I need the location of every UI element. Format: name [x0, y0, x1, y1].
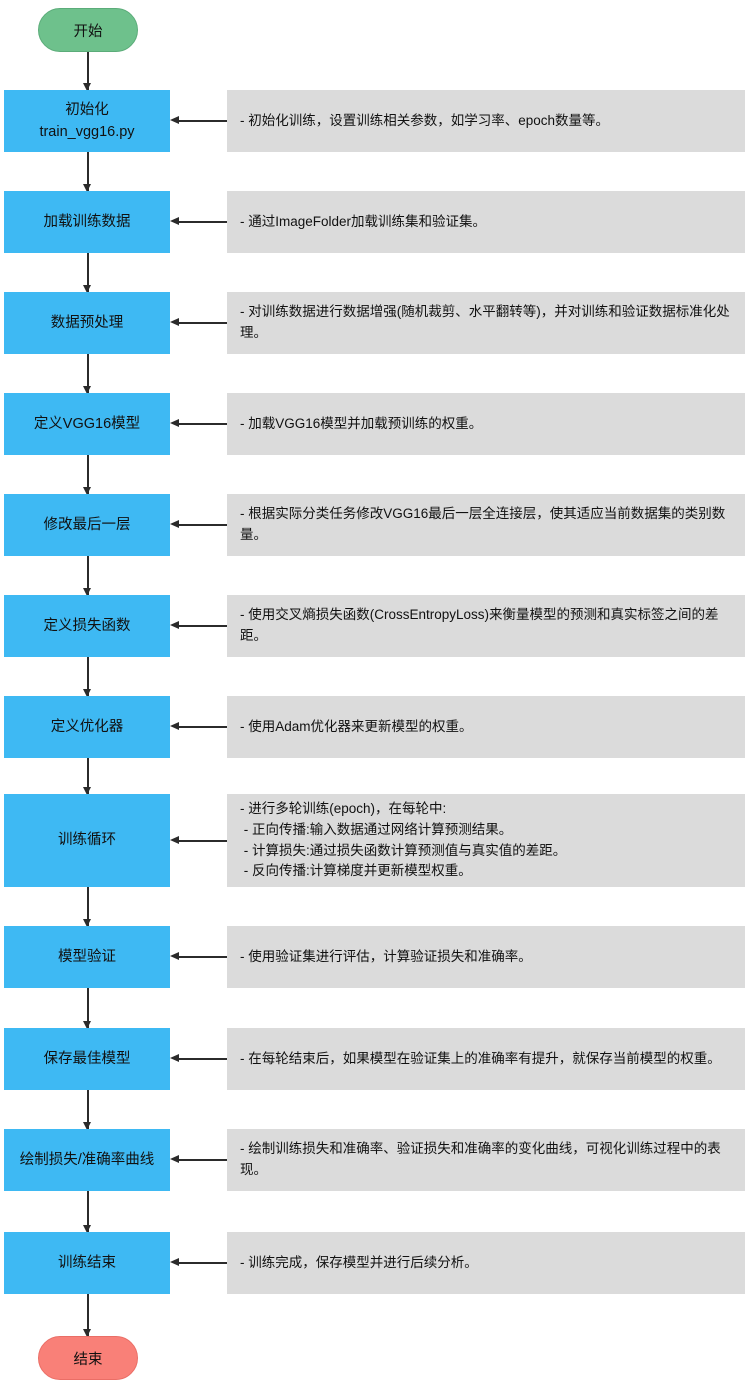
- step-label: 加载训练数据: [43, 213, 131, 230]
- note-train-end: - 训练完成，保存模型并进行后续分析。: [227, 1232, 745, 1294]
- step-label: 定义损失函数: [43, 617, 131, 634]
- note-text: - 使用交叉熵损失函数(CrossEntropyLoss)来衡量模型的预测和真实…: [240, 607, 719, 643]
- note-train-loop: - 进行多轮训练(epoch)，在每轮中: - 正向传播:输入数据通过网络计算预…: [227, 794, 745, 887]
- note-text: - 使用Adam优化器来更新模型的权重。: [240, 718, 473, 734]
- step-train-loop: 训练循环: [4, 794, 170, 887]
- step-train-end: 训练结束: [4, 1232, 170, 1294]
- arrow-down-icon: [84, 556, 91, 596]
- step-label: 定义优化器: [50, 718, 124, 735]
- arrow-left-icon: [170, 420, 227, 426]
- arrow-down-icon: [84, 1191, 91, 1233]
- arrow-left-icon: [170, 1156, 227, 1162]
- step-modify-last-layer: 修改最后一层: [4, 494, 170, 556]
- arrow-down-icon: [84, 253, 91, 293]
- note-text: - 在每轮结束后，如果模型在验证集上的准确率有提升，就保存当前模型的权重。: [240, 1050, 721, 1066]
- note-text: - 根据实际分类任务修改VGG16最后一层全连接层，使其适应当前数据集的类别数量…: [240, 506, 726, 542]
- step-load-data: 加载训练数据: [4, 191, 170, 253]
- step-label: 训练循环: [58, 832, 116, 849]
- arrow-down-icon: [84, 1090, 91, 1130]
- step-label: 初始化 train_vgg16.py: [39, 101, 135, 140]
- arrow-down-icon: [84, 152, 91, 192]
- step-init: 初始化 train_vgg16.py: [4, 90, 170, 152]
- arrow-left-icon: [170, 622, 227, 628]
- step-label: 定义VGG16模型: [33, 415, 141, 432]
- step-define-model: 定义VGG16模型: [4, 393, 170, 455]
- note-validate: - 使用验证集进行评估，计算验证损失和准确率。: [227, 926, 745, 988]
- step-optimizer: 定义优化器: [4, 696, 170, 758]
- note-text: - 进行多轮训练(epoch)，在每轮中: - 正向传播:输入数据通过网络计算预…: [240, 800, 567, 879]
- note-text: - 通过ImageFolder加载训练集和验证集。: [240, 213, 487, 229]
- note-load-data: - 通过ImageFolder加载训练集和验证集。: [227, 191, 745, 253]
- note-text: - 加载VGG16模型并加载预训练的权重。: [240, 415, 483, 431]
- flow-node-end: 结束: [38, 1336, 138, 1380]
- step-preprocess: 数据预处理: [4, 292, 170, 354]
- arrow-left-icon: [170, 521, 227, 527]
- arrow-down-icon: [84, 1294, 91, 1337]
- end-label: 结束: [73, 1351, 103, 1368]
- arrow-down-icon: [84, 758, 91, 795]
- note-save-best-model: - 在每轮结束后，如果模型在验证集上的准确率有提升，就保存当前模型的权重。: [227, 1028, 745, 1090]
- arrow-left-icon: [170, 837, 227, 843]
- step-validate: 模型验证: [4, 926, 170, 988]
- note-define-model: - 加载VGG16模型并加载预训练的权重。: [227, 393, 745, 455]
- flow-node-start: 开始: [38, 8, 138, 52]
- start-label: 开始: [73, 23, 103, 40]
- arrow-left-icon: [170, 1055, 227, 1061]
- step-label: 修改最后一层: [43, 516, 131, 533]
- note-init: - 初始化训练，设置训练相关参数，如学习率、epoch数量等。: [227, 90, 745, 152]
- arrow-down-icon: [84, 657, 91, 697]
- arrow-left-icon: [170, 953, 227, 959]
- step-label: 绘制损失/准确率曲线: [19, 1151, 155, 1168]
- step-label: 保存最佳模型: [43, 1050, 131, 1067]
- arrow-down-icon: [84, 455, 91, 495]
- note-preprocess: - 对训练数据进行数据增强(随机裁剪、水平翻转等)，并对训练和验证数据标准化处理…: [227, 292, 745, 354]
- arrow-down-icon: [84, 52, 91, 91]
- arrow-left-icon: [170, 723, 227, 729]
- step-label: 数据预处理: [50, 314, 124, 331]
- note-text: - 初始化训练，设置训练相关参数，如学习率、epoch数量等。: [240, 112, 610, 128]
- note-text: - 使用验证集进行评估，计算验证损失和准确率。: [240, 948, 532, 964]
- step-save-best-model: 保存最佳模型: [4, 1028, 170, 1090]
- step-plot-curves: 绘制损失/准确率曲线: [4, 1129, 170, 1191]
- arrow-down-icon: [84, 887, 91, 927]
- step-loss-function: 定义损失函数: [4, 595, 170, 657]
- note-optimizer: - 使用Adam优化器来更新模型的权重。: [227, 696, 745, 758]
- step-label: 模型验证: [58, 948, 116, 965]
- arrow-left-icon: [170, 218, 227, 224]
- note-plot-curves: - 绘制训练损失和准确率、验证损失和准确率的变化曲线，可视化训练过程中的表现。: [227, 1129, 745, 1191]
- arrow-left-icon: [170, 319, 227, 325]
- note-text: - 绘制训练损失和准确率、验证损失和准确率的变化曲线，可视化训练过程中的表现。: [240, 1141, 721, 1177]
- note-modify-last-layer: - 根据实际分类任务修改VGG16最后一层全连接层，使其适应当前数据集的类别数量…: [227, 494, 745, 556]
- arrow-down-icon: [84, 988, 91, 1029]
- step-label: 训练结束: [58, 1254, 116, 1271]
- arrow-down-icon: [84, 354, 91, 394]
- note-text: - 训练完成，保存模型并进行后续分析。: [240, 1254, 478, 1270]
- note-loss-function: - 使用交叉熵损失函数(CrossEntropyLoss)来衡量模型的预测和真实…: [227, 595, 745, 657]
- note-text: - 对训练数据进行数据增强(随机裁剪、水平翻转等)，并对训练和验证数据标准化处理…: [240, 304, 730, 340]
- arrow-left-icon: [170, 1259, 227, 1265]
- arrow-left-icon: [170, 117, 227, 123]
